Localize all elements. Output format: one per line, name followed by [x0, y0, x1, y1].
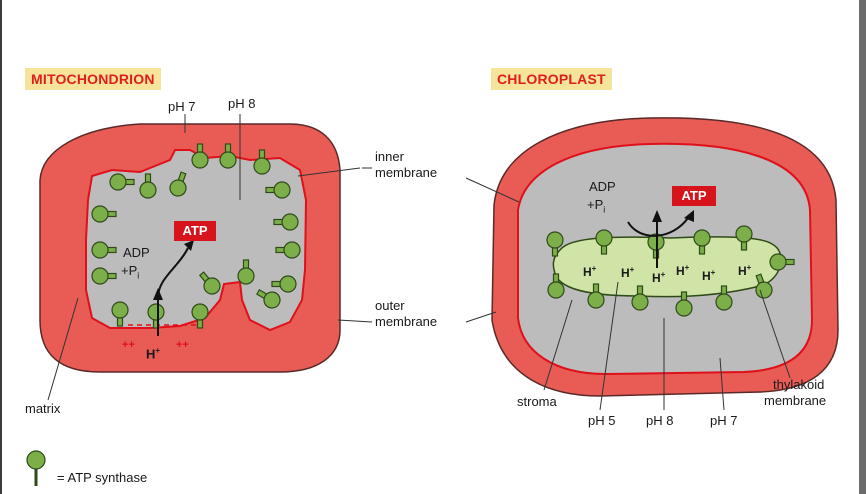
mito-proton-arrowhead	[153, 288, 163, 300]
chloro-proton-6: H+	[738, 263, 752, 278]
mito-atp-synthase	[273, 213, 299, 231]
inner-membrane-label-line2: membrane	[375, 165, 438, 180]
right-border	[859, 0, 866, 494]
mito-atp-synthase	[219, 143, 237, 169]
chloro-atp-synthase	[693, 229, 711, 255]
chloro-proton-3: H+	[652, 270, 666, 285]
mito-atp-synthase	[265, 181, 291, 199]
chloro-atp-synthase	[547, 273, 565, 299]
mito-atp-box: ATP	[174, 221, 216, 241]
chloro-pi-label: +Pi	[587, 197, 606, 215]
mito-atp-synthase	[198, 271, 221, 295]
mito-atp-synthase	[253, 149, 271, 175]
mito-atp-synthase	[237, 259, 255, 285]
mito-proton-label: H+	[146, 346, 161, 362]
chloro-atp-synthase	[735, 225, 753, 251]
left-border	[0, 0, 2, 494]
leader-outer-membrane-mito	[337, 319, 373, 323]
leader-thylakoid-membrane	[759, 289, 791, 379]
mito-ph-matrix-label: pH 8	[228, 96, 256, 111]
mito-atp-synthase	[191, 303, 209, 329]
chloro-atp-synthase	[631, 285, 649, 311]
chloro-ph-intermembrane-label: pH 7	[710, 413, 738, 428]
mito-atp-synthase	[271, 275, 297, 293]
mito-atp-synthase	[91, 267, 117, 285]
chloro-atp-arrowhead	[684, 210, 694, 222]
mito-ph-intermembrane-label: pH 7	[168, 99, 196, 114]
chloro-proton-1: H+	[583, 264, 597, 279]
chloro-synthase-group	[546, 225, 795, 317]
legend-label: = ATP synthase	[57, 470, 148, 485]
chloro-atp-synthase	[546, 231, 564, 257]
chloro-atp-synthase	[755, 273, 773, 299]
chloro-atp-synthase	[595, 229, 613, 255]
leader-inner-membrane-mito	[297, 167, 361, 177]
mito-atp-synthase	[91, 205, 117, 223]
stroma-label: stroma	[517, 394, 557, 409]
mito-gradient-marks-right: ++	[176, 339, 189, 351]
mitochondrion-title: MITOCHONDRION	[25, 68, 161, 90]
outer-membrane-label-line2: membrane	[375, 314, 438, 329]
leader-stroma	[543, 299, 573, 391]
leader-outer-membrane-chloro	[465, 311, 497, 323]
mito-pi-label: +Pi	[121, 263, 140, 281]
outer-membrane-label-line1: outer	[375, 298, 405, 313]
chloro-adp-label: ADP	[589, 179, 616, 194]
chloro-atp-synthase	[587, 283, 605, 309]
mito-gradient-marks-left: ++	[122, 339, 135, 351]
chloro-ph-stroma-label: pH 8	[646, 413, 674, 428]
mito-atp-arrowhead	[184, 240, 194, 251]
chloro-atp-box: ATP	[672, 186, 716, 206]
mito-atp-synthase	[169, 171, 187, 197]
atp-synthase-icon	[26, 450, 46, 486]
chloro-proton-5: H+	[702, 268, 716, 283]
mito-atp-synthase	[256, 289, 281, 309]
mito-atp-synthase	[275, 241, 301, 259]
chloro-proton-4: H+	[676, 263, 690, 278]
chloro-proton-arrowhead	[652, 210, 662, 222]
matrix-label: matrix	[25, 401, 61, 416]
chloro-atp-synthase	[715, 285, 733, 311]
leader-matrix	[47, 297, 79, 401]
thylakoid-membrane-label-line2: membrane	[764, 393, 827, 408]
mito-adp-label: ADP	[123, 245, 150, 260]
chloroplast-title: CHLOROPLAST	[491, 68, 612, 90]
mito-synthase-group	[91, 143, 301, 329]
inner-membrane-label-line1: inner	[375, 149, 404, 164]
mito-atp-synthase	[109, 173, 135, 191]
mito-atp-synthase	[91, 241, 117, 259]
leader-inner-membrane-chloro	[465, 177, 520, 203]
mito-atp-synthase	[111, 301, 129, 327]
leader-ph5	[599, 281, 619, 411]
chloro-proton-2: H+	[621, 265, 635, 280]
leader-ph7-chloro	[719, 357, 725, 411]
chloro-atp-synthase	[675, 291, 693, 317]
thylakoid-membrane-label-line1: thylakoid	[773, 377, 825, 392]
chloro-atp-synthase	[769, 253, 795, 271]
mito-atp-synthase	[139, 173, 157, 199]
mito-atp-synthase	[191, 143, 209, 169]
chloro-ph-thylakoid-label: pH 5	[588, 413, 616, 428]
